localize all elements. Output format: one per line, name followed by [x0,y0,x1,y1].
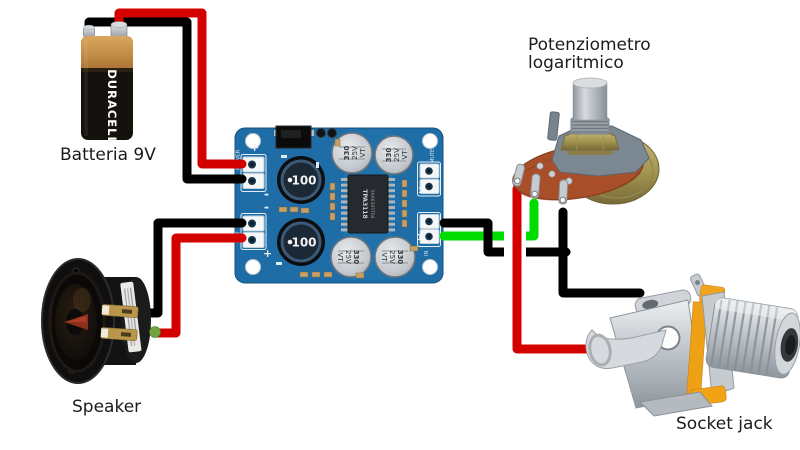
capacitor-3: 330 25V VT [330,236,372,278]
mute-pin1-mark: 1 [418,186,424,195]
capacitor-4: 330 25V VT [374,236,416,278]
in-silk-label: IN [424,251,430,256]
speaker-phase-plug-highlight [67,316,86,322]
inductor-1-value: 100 [291,174,316,188]
potentiometer [512,77,660,205]
speaker-frame-rim [41,258,115,384]
battery-positive-terminal [110,21,128,38]
battery-brand: DURACELL [105,69,119,145]
capacitor-1-line1: 330 [343,146,351,161]
mute-silk-label: MUTE [430,149,436,163]
capacitor-3-line3: VT [336,252,344,262]
speaker-green-dot [149,326,161,338]
battery-negative-terminal [83,24,95,38]
speaker-terminal-positive [100,327,138,341]
mounting-holes [245,133,438,275]
out-minus-mark: - [264,200,269,214]
battery: DURACELL [81,21,133,145]
capacitor-2-line1: 330 [385,148,393,163]
speaker-out-pads: - + OUT [236,200,273,260]
pot-shaft-top [572,77,608,89]
speaker-cone-glint [73,288,91,312]
battery-label: Batteria 9V [60,145,156,165]
jack-base [638,391,713,417]
inductor-1: 100 [277,156,325,204]
pot-anti-rotation-tab [547,111,560,141]
out-plus-mark: + [263,247,272,260]
capacitor-2-line3: VT [401,150,409,160]
wire-battery-positive [114,8,247,169]
wire-pot-to-jack-ground [558,207,645,298]
capacitor-1: 330 25V VT [331,132,373,174]
capacitor-2-line2: 25V [393,148,401,162]
jack-label: Socket jack [676,414,773,434]
pot-rivets [536,162,573,185]
speaker-label: Speaker [72,397,141,417]
power-minus-mark: - [264,187,269,201]
jack-sleeve-lug [634,289,692,315]
capacitor-1-line3: VT [359,148,367,158]
wire-signal-ground-a [439,218,571,257]
capacitor-4-line3: VT [380,252,388,262]
pot-lug-3 [558,179,569,205]
pot-lug-1 [512,163,526,187]
capacitor-1-line2: 25V [351,146,359,160]
pot-lug-2 [530,173,541,199]
amplifier-board: 100 100 330 25V VT 330 25V VT [234,125,444,284]
in-pin1-mark: 1 [417,233,423,242]
ic-marking-line1: 5AA6395T64 [369,189,375,218]
capacitor-2: 330 25V VT [374,135,414,175]
socket-jack [585,273,800,417]
capacitor-3-line1: 330 [352,250,360,265]
captions: Batteria 9V Potenziometro logaritmico Sp… [60,35,773,434]
potentiometer-label-line1: Potenziometro [528,35,651,55]
mute-header-pads: MUTE 1 [417,149,441,197]
potentiometer-label-line2: logaritmico [528,53,624,73]
capacitor-4-line1: 330 [396,250,404,265]
inductor-2-value: 100 [291,236,316,250]
battery-seam [81,68,133,72]
inductor-2: 100 [277,218,325,266]
wire-speaker-positive [153,233,247,338]
amplifier-ic: 5AA6395T64 TPA3118 [341,174,395,234]
smd-components [276,138,419,279]
capacitor-3-line2: 25V [344,250,352,264]
pot-bushing-threads [572,120,608,133]
jack-tip-curl [588,333,612,367]
capacitor-4-line2: 25V [388,250,396,264]
audio-in-pads: 1 IN [417,212,441,256]
battery-copper-top [81,36,133,70]
ic-marking-line2: TPA3118 [361,189,368,218]
speaker [41,258,161,384]
smd-power-component [274,125,337,149]
speaker-terminal-negative [101,304,139,318]
jack-threaded-barrel [705,297,800,379]
wire-signal-green [439,198,539,241]
wire-pot-to-jack-signal [512,184,596,354]
power-plus-mark: + [250,141,259,154]
battery-gloss [84,40,88,136]
ic-pins [341,178,395,232]
